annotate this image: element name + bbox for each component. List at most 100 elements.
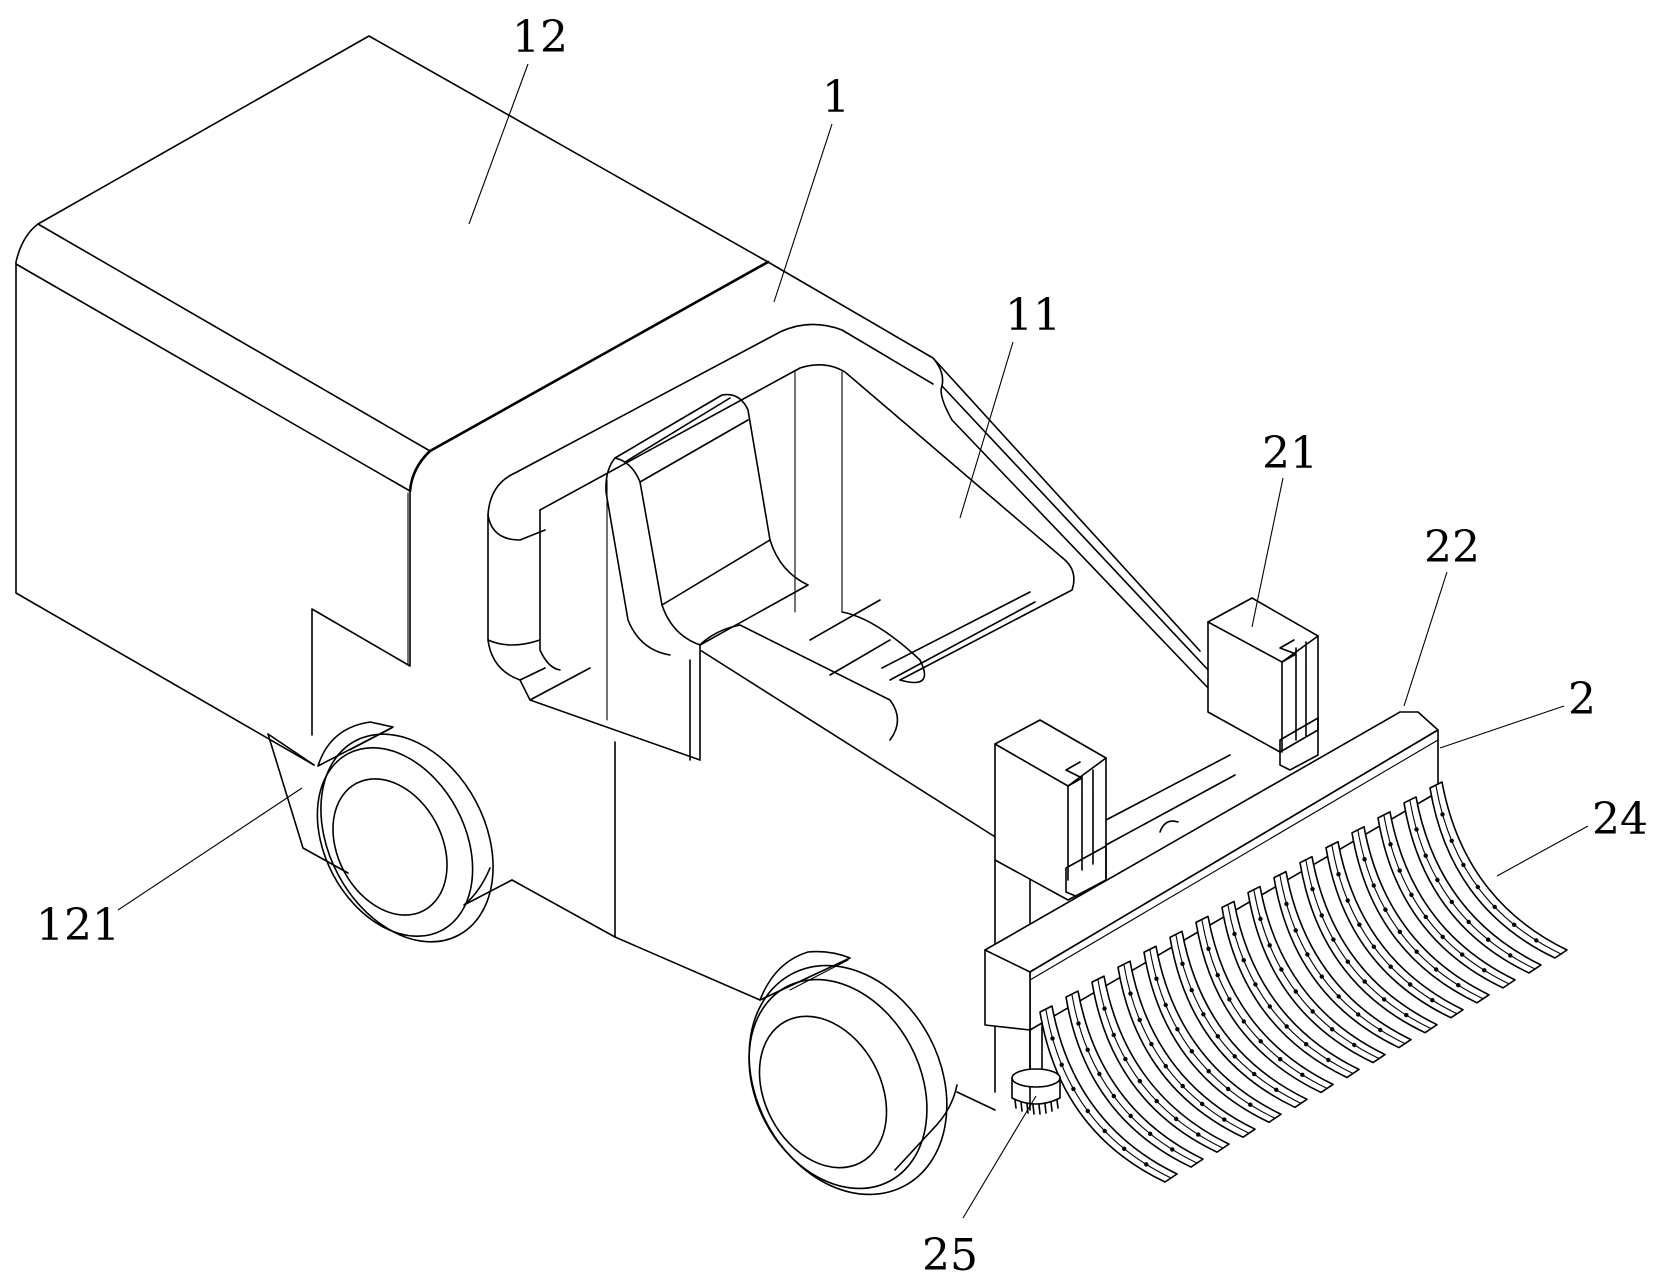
tine-blade bbox=[1299, 855, 1438, 1034]
tine-stud bbox=[1336, 872, 1341, 877]
tine-stud bbox=[1085, 1047, 1090, 1053]
body-top-ridge-inner bbox=[932, 357, 1211, 673]
front-wheel-tire-inner bbox=[748, 978, 928, 1190]
cockpit-left-post-cap bbox=[487, 639, 541, 646]
label-22: 22 bbox=[1424, 522, 1480, 573]
tine-blade bbox=[1273, 870, 1412, 1049]
cargo-box bbox=[15, 35, 770, 766]
tine-stud bbox=[1232, 1054, 1237, 1059]
tine-stud bbox=[1148, 1131, 1153, 1137]
tine-stud bbox=[1201, 1012, 1206, 1017]
tine-stud bbox=[1310, 886, 1315, 892]
tine-stud bbox=[1430, 998, 1435, 1003]
tine-stud bbox=[1252, 1071, 1257, 1077]
tine-blade bbox=[1403, 796, 1542, 974]
leader-24 bbox=[1496, 825, 1589, 877]
tine-stud bbox=[1267, 943, 1272, 948]
harrow-tine bbox=[1195, 915, 1334, 1094]
tine-stud bbox=[1449, 899, 1455, 905]
tine-blade bbox=[1039, 1005, 1178, 1183]
tine-stud bbox=[1284, 901, 1289, 907]
tine-stud bbox=[1278, 1057, 1283, 1062]
bracket-front-slot bbox=[1065, 761, 1094, 881]
tine-stud bbox=[1123, 1056, 1128, 1062]
tine-stud bbox=[1331, 937, 1336, 942]
tine-stud bbox=[1163, 1064, 1169, 1069]
tine-stud bbox=[1397, 868, 1402, 873]
rear-wheel-arch bbox=[317, 721, 394, 767]
tine-stud bbox=[1414, 827, 1419, 832]
tine-stud bbox=[1304, 1042, 1309, 1047]
front-wheel-arch bbox=[759, 950, 851, 1001]
tine-stud bbox=[1076, 1021, 1081, 1026]
seat-back-top-edge bbox=[624, 397, 749, 483]
tine-stud bbox=[1222, 1117, 1227, 1122]
leader-21 bbox=[1251, 477, 1284, 628]
tine-stud bbox=[1137, 1017, 1142, 1023]
brush-bristles bbox=[1014, 1099, 1059, 1115]
cockpit bbox=[487, 323, 1075, 761]
tine-stud bbox=[1258, 1039, 1263, 1044]
tine-stud bbox=[1241, 958, 1246, 963]
tine-blade bbox=[1169, 930, 1308, 1109]
cross-beam-knob bbox=[1159, 820, 1179, 833]
rotary-brush bbox=[1011, 1024, 1061, 1115]
reference-numerals: 12 1 11 21 22 2 24 121 25 bbox=[36, 12, 1648, 1281]
tine-stud bbox=[1097, 1071, 1102, 1077]
tine-blade bbox=[1351, 826, 1490, 1004]
leader-lines bbox=[117, 63, 1589, 1219]
tine-stud bbox=[1144, 1162, 1149, 1167]
tine-stud bbox=[1352, 1042, 1357, 1048]
tine-stud bbox=[1326, 1057, 1331, 1063]
cockpit-front-ledge bbox=[519, 667, 701, 761]
tine-stud bbox=[1241, 1019, 1247, 1024]
tine-blade bbox=[1247, 885, 1386, 1064]
tine-stud bbox=[1279, 967, 1284, 972]
tine-stud bbox=[1305, 952, 1310, 957]
rear-wheel-assembly bbox=[267, 721, 513, 943]
tine-stud bbox=[1409, 892, 1414, 897]
tine-stud bbox=[1170, 1147, 1175, 1152]
tine-stud bbox=[1300, 1072, 1305, 1078]
tine-stud bbox=[1319, 974, 1325, 979]
cockpit-rim-inner bbox=[539, 364, 1075, 681]
rear-wheel-well-rear bbox=[463, 867, 513, 906]
label-11: 11 bbox=[1005, 290, 1061, 341]
tine-stud bbox=[1330, 1027, 1335, 1032]
harrow-tine bbox=[1143, 945, 1282, 1124]
tine-stud bbox=[1085, 1108, 1091, 1114]
label-12: 12 bbox=[512, 12, 568, 63]
tine-stud bbox=[1388, 964, 1393, 969]
tine-stud bbox=[1461, 862, 1466, 868]
tine-stud bbox=[1215, 972, 1220, 978]
tine-stud bbox=[1382, 997, 1387, 1002]
tine-stud bbox=[1180, 961, 1185, 966]
label-2: 2 bbox=[1568, 674, 1596, 725]
harrow-tine bbox=[1247, 885, 1386, 1064]
tine-stud bbox=[1466, 919, 1471, 925]
tine-stud bbox=[1248, 1102, 1253, 1107]
tine-blade bbox=[1117, 960, 1256, 1138]
tine-stud bbox=[1414, 949, 1419, 954]
body-lower-side bbox=[511, 879, 761, 1001]
tine-stud bbox=[1460, 952, 1465, 957]
tine-stud bbox=[1102, 1006, 1107, 1011]
upright-bracket-rear bbox=[1207, 597, 1319, 771]
bracket-front-body bbox=[994, 719, 1107, 901]
tine-stud bbox=[1253, 982, 1258, 987]
tine-stud bbox=[1267, 1004, 1273, 1009]
tine-stud bbox=[1456, 983, 1461, 988]
tine-stud bbox=[1137, 1078, 1143, 1084]
tine-stud bbox=[1102, 1128, 1107, 1134]
tine-stud bbox=[1163, 1002, 1168, 1008]
tine-stud bbox=[1435, 877, 1440, 883]
tine-stud bbox=[1258, 916, 1263, 922]
harrow-tine bbox=[1429, 781, 1568, 959]
tine-stud bbox=[1175, 1027, 1180, 1032]
tine-stud bbox=[1423, 914, 1429, 920]
tine-stud bbox=[1059, 1062, 1064, 1068]
rear-wheel-tire bbox=[320, 733, 494, 943]
tine-stud bbox=[1362, 857, 1367, 862]
tine-stud bbox=[1154, 976, 1159, 981]
tine-stud bbox=[1111, 1032, 1116, 1038]
